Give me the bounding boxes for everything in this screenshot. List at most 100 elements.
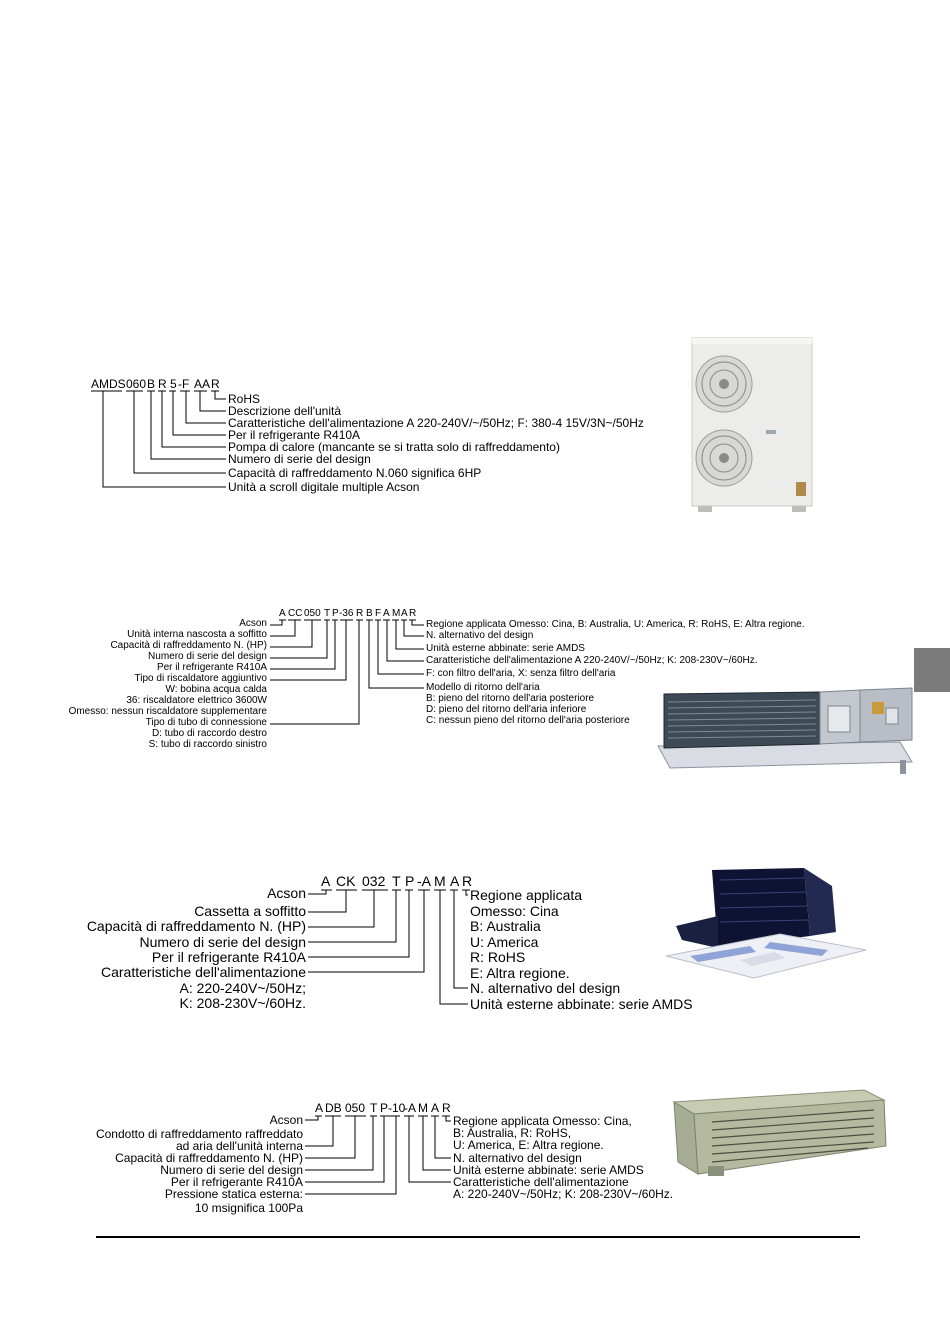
code-part: A [401,608,408,619]
code-label: 10 msignifica 100Pa [194,1201,303,1215]
code-label: Regione applicata Omesso: Cina, B: Austr… [426,619,805,630]
code-label: D: tubo di raccordo destro [151,728,267,739]
code-label: Capacità di raffreddamento N. (HP) [115,1151,303,1165]
code-label: Tipo di riscaldatore aggiuntivo [134,673,267,684]
code-label: Unità interna nascosta a soffitto [127,629,267,640]
code-part: 050 [304,608,321,619]
code-label: Capacità di raffreddamento N.060 signifi… [228,466,482,480]
code-label: Unità esterne abbinate: serie AMDS [426,643,585,654]
code-part: T [324,608,331,619]
code-label: ad aria dell'unità interna [175,1139,303,1153]
code-label: Per il refrigerante R410A [170,1175,303,1189]
code-label: S: tubo di raccordo sinistro [148,739,267,750]
code-part: R [409,608,417,619]
code-label: B: Australia, R: RoHS, [453,1126,572,1140]
code-label: Descrizione dell'unità [228,404,342,418]
code-label: Numero di serie del design [139,934,306,950]
code-part: -A [404,1101,416,1115]
ducted-unit-photo [657,687,913,774]
code-part: M [392,608,401,619]
code-part: AA [194,377,211,391]
code-label: Unità esterne abbinate: serie AMDS [453,1163,644,1177]
code-part: A [279,608,286,619]
code-label: Capacità di raffreddamento N. (HP) [86,918,306,934]
code-label: Per il refrigerante R410A [156,662,267,673]
code-part: R [158,377,167,391]
code-label: Unità esterne abbinate: serie AMDS [470,996,693,1012]
footer-rule [96,1236,860,1238]
section-tab [914,648,950,692]
code-label: Acson [269,1113,303,1127]
code-label: K: 208-230V~/60Hz. [179,995,306,1011]
code-label: Pompa di calore (mancante se si tratta s… [228,440,560,454]
code-label: Unità a scroll digitale multiple Acson [228,480,420,494]
code-part: P [405,873,415,889]
code-part: T [392,873,401,889]
code-part: M [418,1101,428,1115]
code-label: Omesso: Cina [470,903,559,919]
code-part: 060 [126,377,147,391]
code-part: DB [325,1101,342,1115]
code-part: A [315,1101,324,1115]
code-label: Per il refrigerante R410A [151,949,306,965]
code-label: F: con filtro dell'aria, X: senza filtro… [426,668,616,679]
code-label: Tipo di tubo di connessione [145,717,267,728]
code-part: -36 [339,608,354,619]
code-part: R [356,608,364,619]
code-part: CK [336,873,356,889]
code-label: N. alternativo del design [426,630,534,641]
code-label: Numero di serie del design [228,452,371,466]
code-label: B: pieno del ritorno dell'aria posterior… [426,693,595,704]
code-label: A: 220-240V~/50Hz; [179,980,306,996]
code-label: Omesso: nessun riscaldatore supplementar… [68,706,267,717]
code-label: Numero di serie del design [148,651,267,662]
code-label: Caratteristiche dell'alimentazione [101,964,306,980]
code-part: B [366,608,373,619]
code-label: N. alternativo del design [453,1151,582,1165]
code-part: -F [178,377,190,391]
code-part: R [442,1101,451,1115]
code-label: Modello di ritorno dell'aria [426,682,540,693]
code-part: F [375,608,382,619]
code-part: P [332,608,339,619]
code-label: Regione applicata Omesso: Cina, [453,1114,632,1128]
code-part: 050 [345,1101,366,1115]
code-label: 36: riscaldatore elettrico 3600W [126,695,267,706]
code-label: Caratteristiche dell'alimentazione [453,1175,629,1189]
code-label: Regione applicata [470,887,583,903]
code-label: A: 220-240V~/50Hz; K: 208-230V~/60Hz. [453,1187,674,1201]
code-label: Capacità di raffreddamento N. (HP) [110,640,267,651]
outdoor-unit-photo [691,337,813,512]
code-part: B [147,377,156,391]
cassette-unit-photo [665,868,867,979]
code-part: M [434,873,446,889]
code-label: Numero di serie del design [160,1163,303,1177]
code-part: A [383,608,390,619]
code-label: Pressione statica esterna: [164,1187,303,1201]
code-part: A [431,1101,440,1115]
code-label: B: Australia [470,918,541,934]
code-part: CC [288,608,303,619]
code-label: D: pieno del ritorno dell'aria inferiore [426,704,587,715]
code-part: P-10 [380,1101,406,1115]
code-part: T [370,1101,378,1115]
code-part: 032 [362,873,386,889]
code-label: Per il refrigerante R410A [228,428,361,442]
code-label: N. alternativo del design [470,980,621,996]
code-part: R [462,873,473,889]
code-part: A [321,873,331,889]
code-label: E: Altra regione. [470,965,570,981]
code-label: R: RoHS [470,949,526,965]
code-part: R [211,377,220,391]
code-label: Caratteristiche dell'alimentazione A 220… [228,416,644,430]
duct-unit-photo [672,1089,887,1176]
code-label: RoHS [228,392,261,406]
code-label: Condotto di raffreddamento raffreddato [95,1127,303,1141]
code-label: Caratteristiche dell'alimentazione A 220… [426,655,758,666]
code-part: 5 [170,377,177,391]
code-label: Cassetta a soffitto [194,903,306,919]
code-label: Acson [239,618,267,629]
